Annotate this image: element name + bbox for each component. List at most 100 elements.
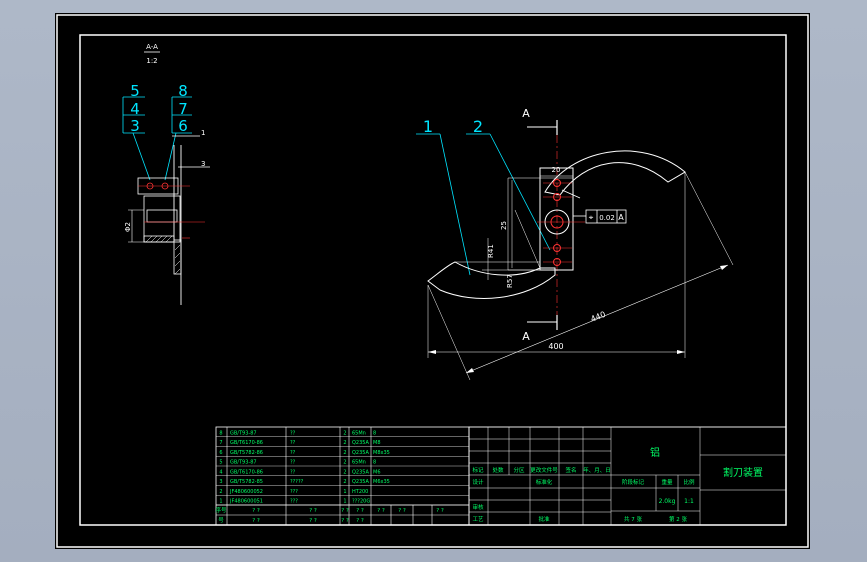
bom-cell-material: HT200: [352, 489, 368, 495]
tb-process: 工艺: [472, 516, 484, 523]
tb-mark: 标记: [472, 466, 484, 474]
bom-cell-no: 2: [219, 489, 222, 495]
bom-cell-qty: 2: [343, 440, 346, 446]
leader-label-3: 3: [201, 160, 205, 168]
bom-cell-qty: 2: [343, 450, 346, 456]
bom-cell-name: ??: [290, 460, 296, 466]
tb-total-sheets: 共 7 张: [624, 515, 642, 523]
bom-cell-name: ??: [290, 450, 296, 456]
tb-approve: 批准: [538, 515, 550, 523]
bom-header2-material: ? ?: [356, 518, 364, 524]
bom-cell-code: GB/T5782-85: [230, 479, 263, 485]
tb-date: 年、月、日: [583, 466, 611, 474]
section-mark-bottom: A: [522, 330, 530, 343]
tb-sheet-no: 第 2 张: [669, 515, 687, 523]
bom-header-material: ? ?: [356, 508, 364, 514]
leader-label-1: 1: [201, 129, 205, 137]
bom-cell-name: ??: [290, 440, 296, 446]
bom-cell-no: 7: [219, 440, 222, 446]
balloon-6: 6: [178, 117, 188, 135]
dim-diagonal: 440: [589, 310, 607, 324]
bom-cell-code: GB/T93-87: [230, 460, 257, 466]
tolerance-frame: [585, 209, 627, 224]
bom-cell-qty: 1: [343, 499, 346, 505]
tb-count: 处数: [492, 466, 504, 474]
tb-doc: 更改文件号: [530, 466, 558, 474]
bom-header-name: ? ?: [309, 508, 317, 514]
tb-scale: 比例: [683, 478, 695, 486]
bom-cell-name: ??: [290, 430, 296, 436]
bom-cell-qty: 2: [343, 479, 346, 485]
bom-cell-note: M8: [373, 440, 381, 446]
bom-cell-note: M6x35: [373, 479, 390, 485]
section-label: A-A: [146, 43, 158, 51]
balloon-7: 7: [178, 100, 188, 118]
bom-cell-code: GB/T6170-86: [230, 469, 263, 475]
bom-header-code: ? ?: [252, 508, 260, 514]
bom-cell-code: JF480600052: [229, 489, 263, 495]
tb-weight-value: 2.0kg: [659, 498, 676, 505]
bom-cell-name: ?????: [290, 479, 304, 485]
bom-cell-note: 8: [373, 460, 376, 466]
dim-phi: Φ2: [124, 222, 132, 232]
bom-cell-material: Q235A: [352, 479, 369, 485]
bom-cell-no: 6: [219, 450, 222, 456]
tb-material: 铝: [650, 447, 660, 459]
tolerance-value: 0.02: [599, 214, 615, 222]
bom-cell-material: Q235A: [352, 440, 369, 446]
title-block: 标记 处数 分区 更改文件号 签名 年、月、日 设计 标准化 审核 工艺 批准 …: [468, 426, 787, 526]
tb-check: 审核: [472, 503, 484, 511]
tolerance-symbol: ⌖: [589, 213, 594, 222]
bom-cell-name: ???: [290, 499, 298, 505]
main-view: 1 2 A A: [416, 107, 734, 381]
tolerance-datum: A: [618, 213, 624, 222]
bom-cell-material: ???20G: [352, 499, 370, 505]
tb-scale-value: 1:1: [684, 498, 694, 505]
bom-cell-material: Q235A: [352, 469, 369, 475]
tb-stage: 阶段标记: [622, 478, 645, 486]
bom-cell-material: Q235A: [352, 450, 369, 456]
bom-cell-code: GB/T5782-86: [230, 450, 263, 456]
bom-cell-name: ???: [290, 489, 298, 495]
balloon-8: 8: [178, 82, 188, 100]
section-scale: 1:2: [146, 57, 157, 65]
bom-cell-qty: 2: [343, 430, 346, 436]
tb-zone: 分区: [513, 466, 525, 474]
dim-top: 20: [552, 166, 561, 174]
bom-cell-no: 4: [219, 469, 222, 475]
bom-cell-no: 1: [219, 499, 222, 505]
bom-header2-name: ? ?: [309, 518, 317, 524]
balloon-5: 5: [130, 82, 140, 100]
outer-frame: [56, 14, 809, 548]
bom-cell-note: M6: [373, 469, 381, 475]
balloon-2: 2: [473, 117, 483, 136]
dim-r-inner: R57: [506, 274, 514, 288]
bom-header-no: 序号: [215, 506, 227, 514]
bom-cell-code: GB/T93-87: [230, 430, 257, 436]
bom-header2-no: 号: [218, 517, 224, 524]
bom-cell-material: 65Mn: [352, 430, 366, 436]
tb-drawing-title: 割刀装置: [723, 466, 763, 479]
dim-left: 25: [500, 221, 508, 230]
tb-sign: 签名: [565, 466, 576, 474]
bom-cell-name: ??: [290, 469, 296, 475]
tb-std: 标准化: [536, 478, 553, 486]
balloon-1: 1: [423, 117, 433, 136]
bom-cell-qty: 2: [343, 460, 346, 466]
bom-cell-no: 8: [219, 430, 222, 436]
bom-header-qty: ? ?: [341, 508, 349, 514]
bom-cell-no: 5: [219, 460, 222, 466]
bom-header2-code: ? ?: [252, 518, 260, 524]
bom-cell-qty: 2: [343, 469, 346, 475]
balloon-3: 3: [130, 117, 140, 135]
dim-width: 400: [548, 342, 563, 351]
dim-r-small: R41: [487, 244, 495, 258]
bom-header-extra: ? ?: [377, 508, 385, 514]
section-view-left: A-A 1:2 5 4 3 8 7 6 1 3: [122, 43, 210, 305]
balloon-4: 4: [130, 100, 140, 118]
bom-cell-code: JF480600051: [229, 499, 263, 505]
bom-cell-note: 8: [373, 430, 376, 436]
